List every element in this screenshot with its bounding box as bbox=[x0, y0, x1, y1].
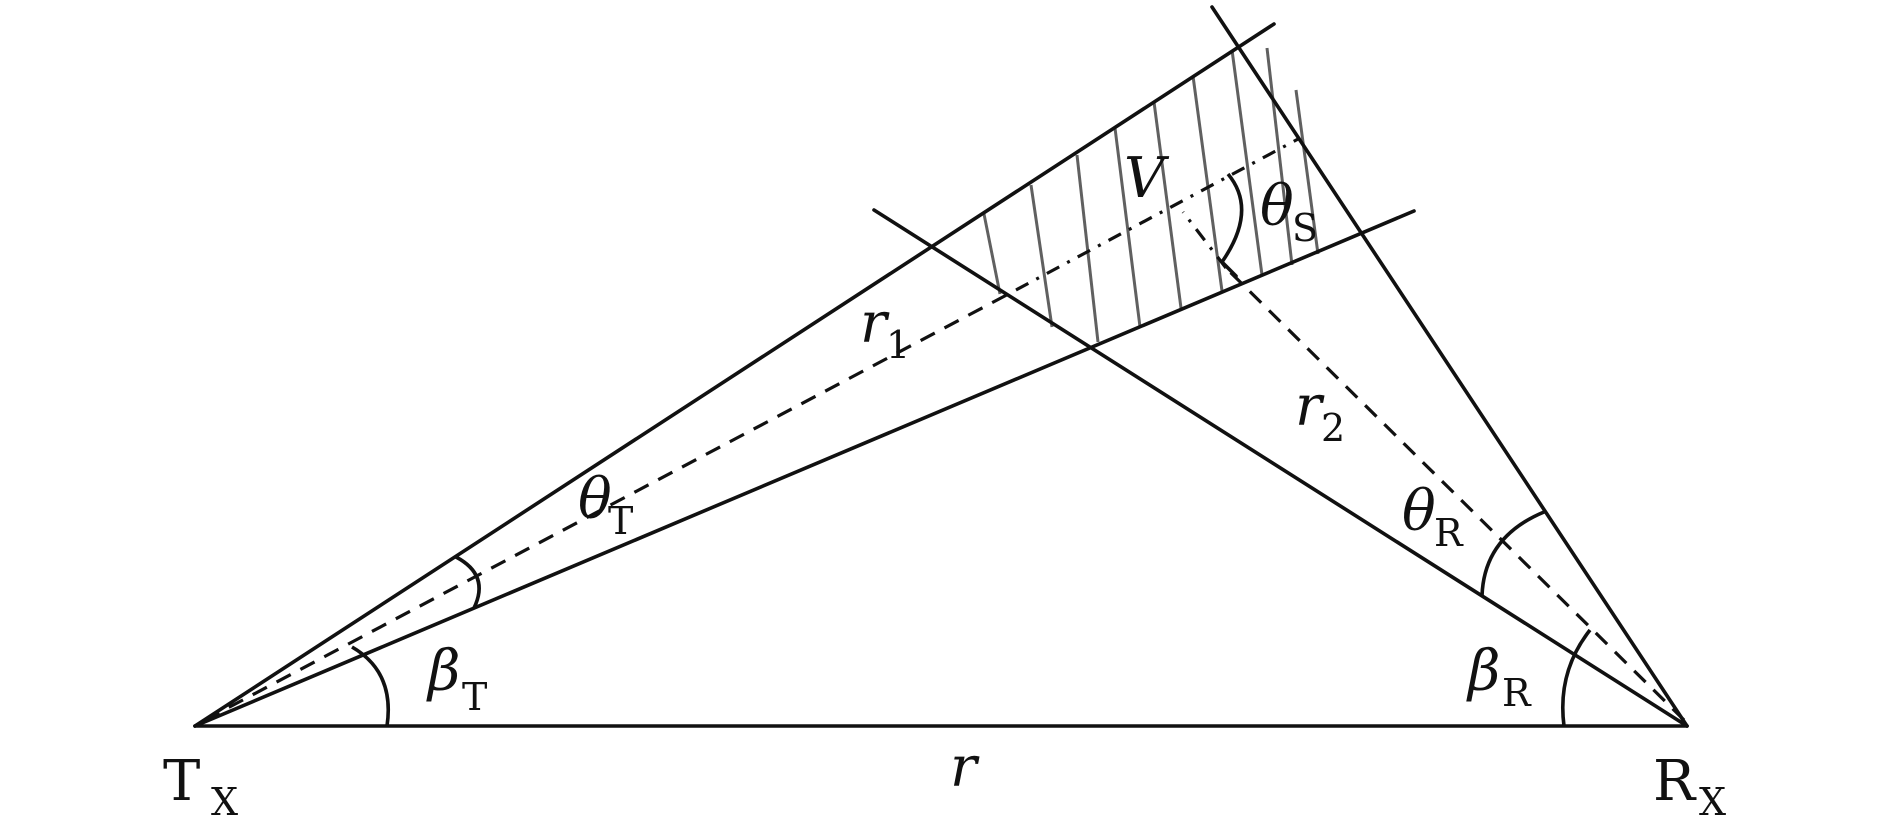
theta-r-arc bbox=[1480, 510, 1545, 597]
svg-text:r: r bbox=[950, 735, 980, 800]
svg-text:T: T bbox=[608, 499, 633, 543]
svg-text:S: S bbox=[1292, 206, 1318, 250]
svg-text:R: R bbox=[1653, 749, 1697, 814]
beta-r-arc bbox=[1560, 628, 1592, 727]
svg-text:X: X bbox=[1699, 780, 1726, 824]
ray-r1 bbox=[204, 288, 1017, 722]
svg-text:r: r bbox=[860, 291, 890, 356]
svg-text:R: R bbox=[1502, 671, 1532, 715]
label-beta-t: β T bbox=[426, 639, 487, 719]
svg-text:1: 1 bbox=[886, 323, 910, 367]
label-r1: r 1 bbox=[860, 291, 910, 367]
beta-t-arc bbox=[351, 645, 390, 727]
svg-text:X: X bbox=[211, 780, 238, 824]
scattering-volume-hatch bbox=[982, 47, 1320, 343]
svg-text:T: T bbox=[462, 675, 487, 719]
svg-text:2: 2 bbox=[1321, 406, 1345, 450]
svg-text:R: R bbox=[1434, 511, 1464, 555]
svg-text:β: β bbox=[426, 639, 460, 704]
label-r: r bbox=[950, 735, 980, 800]
svg-text:θ: θ bbox=[1260, 174, 1294, 239]
label-rx: R X bbox=[1653, 749, 1726, 824]
label-theta-t: θ T bbox=[578, 467, 633, 543]
svg-text:β: β bbox=[1466, 639, 1500, 704]
ray-r2 bbox=[1224, 266, 1686, 722]
svg-text:r: r bbox=[1295, 374, 1325, 439]
tx-beam-lower-edge bbox=[193, 209, 1416, 728]
svg-text:θ: θ bbox=[578, 467, 612, 532]
label-tx: T X bbox=[163, 749, 238, 824]
label-beta-r: β R bbox=[1466, 639, 1532, 715]
rx-beam-upper-edge bbox=[1210, 5, 1689, 728]
theta-s-tick bbox=[1220, 260, 1238, 278]
svg-text:θ: θ bbox=[1402, 479, 1436, 544]
label-theta-r: θ R bbox=[1402, 479, 1464, 555]
theta-t-arc bbox=[455, 555, 481, 609]
ray-r1-continuation bbox=[1015, 136, 1301, 292]
rx-beam-lower-edge bbox=[872, 208, 1689, 728]
label-theta-s: θ S bbox=[1260, 174, 1318, 250]
svg-text:V: V bbox=[1124, 146, 1170, 211]
label-r2: r 2 bbox=[1295, 374, 1345, 450]
ray-r2-continuation bbox=[1181, 211, 1228, 269]
theta-s-arc bbox=[1220, 172, 1244, 264]
label-v: V bbox=[1124, 146, 1170, 211]
tx-beam-upper-edge bbox=[193, 22, 1276, 728]
svg-text:T: T bbox=[163, 749, 200, 814]
